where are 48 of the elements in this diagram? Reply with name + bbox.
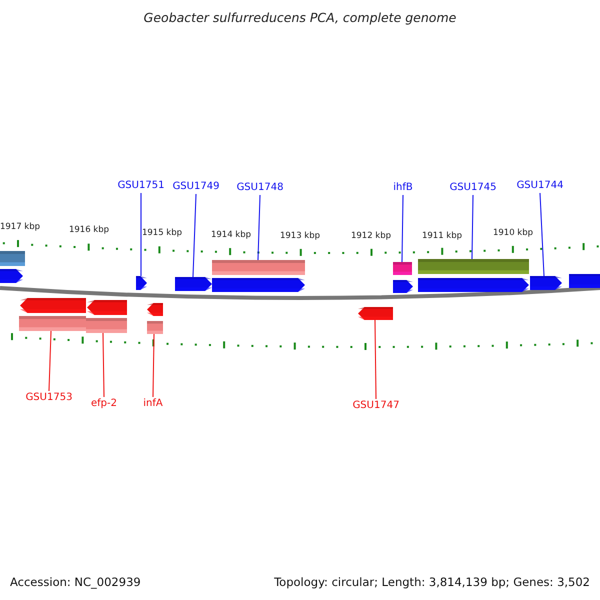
- gene-label: GSU1747: [352, 400, 400, 412]
- feature-bar: [212, 260, 305, 275]
- accession-text: Accession: NC_002939: [10, 575, 141, 589]
- gene-feature: [358, 307, 393, 320]
- scale-label: 1914 kbp: [210, 230, 252, 240]
- scale-label: 1912 kbp: [350, 231, 392, 241]
- gene-label: GSU1753: [26, 392, 72, 404]
- gene-label: GSU1748: [236, 182, 284, 194]
- leader-line: [140, 192, 142, 276]
- scale-label: 1916 kbp: [68, 225, 110, 235]
- feature-bar: [0, 251, 25, 266]
- gene-label: GSU1749: [172, 181, 220, 193]
- leader-line: [102, 332, 104, 398]
- gene-feature: [530, 276, 562, 290]
- feature-bar: [147, 321, 163, 334]
- gene-label: efp-2: [91, 398, 117, 410]
- gene-feature: [136, 276, 147, 290]
- leader-line: [152, 334, 154, 398]
- gene-feature: [175, 277, 212, 291]
- leader-line: [402, 194, 404, 262]
- chart-title: Geobacter sulfurreducens PCA, complete genome: [142, 10, 458, 25]
- gene-feature: [569, 274, 600, 288]
- feature-bar: [19, 316, 86, 331]
- scale-label: 1911 kbp: [422, 231, 462, 241]
- gene-feature: [0, 269, 23, 283]
- gene-label: GSU1744: [516, 180, 564, 192]
- gene-feature: [393, 280, 413, 293]
- gene-feature: [147, 303, 163, 316]
- scale-label: 1915 kbp: [142, 228, 182, 238]
- gene-label: infA: [143, 398, 163, 410]
- gene-label: ihfB: [393, 182, 413, 194]
- gene-feature: [87, 300, 127, 315]
- feature-bar: [393, 262, 412, 275]
- feature-bar: [418, 259, 529, 274]
- feature-bar: [86, 318, 127, 333]
- leader-line: [540, 192, 544, 276]
- gene-feature: [20, 298, 86, 313]
- gene-label: GSU1751: [118, 180, 164, 192]
- scale-label: 1910 kbp: [492, 228, 534, 238]
- scale-label: 1917 kbp: [0, 222, 40, 232]
- gene-label: GSU1745: [450, 182, 496, 194]
- genome-info-text: Topology: circular; Length: 3,814,139 bp; Genes: 3,502: [274, 575, 590, 589]
- leader-line: [192, 194, 196, 278]
- leader-line: [472, 194, 474, 260]
- leader-line: [48, 330, 52, 392]
- leader-line: [258, 194, 260, 260]
- scale-label: 1913 kbp: [280, 231, 320, 241]
- leader-line: [374, 320, 376, 400]
